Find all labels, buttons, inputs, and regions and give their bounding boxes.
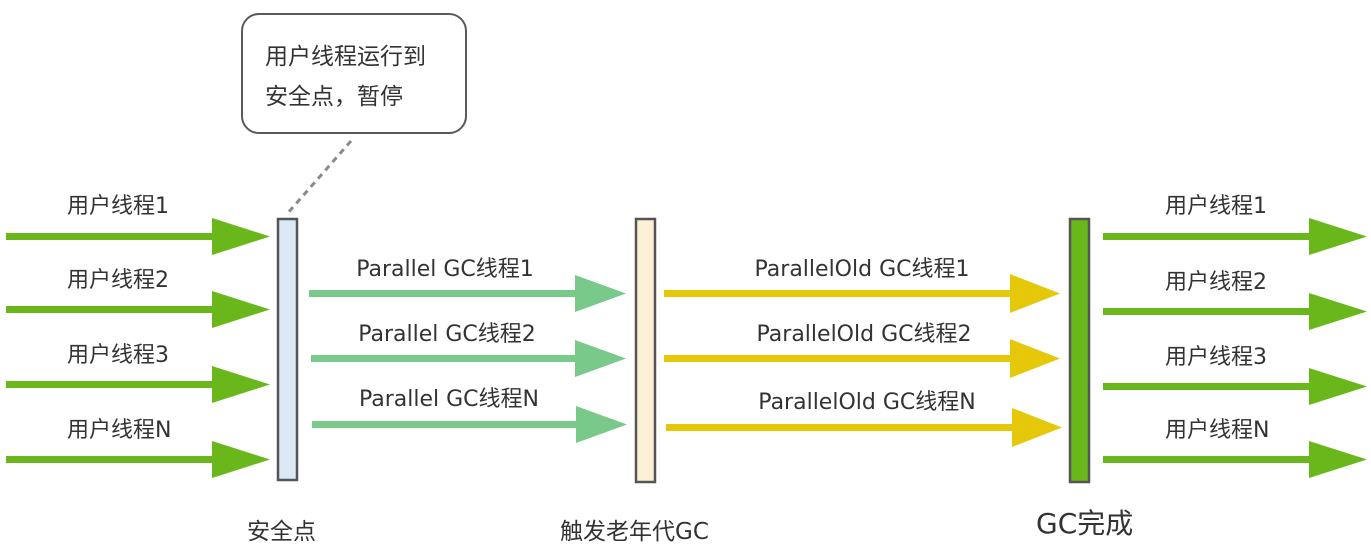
left-user-arrow-1 [6,218,270,255]
parallel-old-gc-arrow-2 [664,339,1060,378]
safepoint-stage-label: 安全点 [247,519,316,545]
callout-line-2: 安全点，暂停 [265,84,403,110]
parallel-gc-label-N: Parallel GC线程N [358,387,540,412]
right-thread-label-2: 用户线程2 [1165,270,1267,295]
right-thread-label-N: 用户线程N [1165,418,1270,443]
right-thread-label-1: 用户线程1 [1165,194,1267,219]
right-thread-label-3: 用户线程3 [1165,345,1267,370]
right-user-arrow-N [1103,441,1367,478]
old-gc-bar [634,217,657,484]
parallel-gc-arrow-1 [309,275,626,312]
parallel-old-gc-label-N: ParallelOld GC线程N [758,390,976,415]
left-thread-label-2: 用户线程2 [67,268,169,293]
parallel-gc-arrow-N [312,406,627,443]
left-thread-label-1: 用户线程1 [67,194,169,219]
right-user-arrow-2 [1103,293,1367,330]
parallel-gc-label-2: Parallel GC线程2 [358,322,536,347]
gc-done-stage-label: GC完成 [1036,507,1134,540]
left-thread-label-3: 用户线程3 [67,343,169,368]
gc-done-bar [1068,217,1091,484]
left-user-arrow-N [6,441,270,478]
safepoint-bar [276,217,299,482]
callout-line-1: 用户线程运行到 [265,44,426,70]
parallel-gc-label-1: Parallel GC线程1 [356,257,534,282]
old-gc-stage-label: 触发老年代GC [560,519,709,545]
left-thread-label-N: 用户线程N [67,418,172,443]
safepoint-callout: 用户线程运行到 安全点，暂停 [241,13,467,134]
parallel-old-gc-label-2: ParallelOld GC线程2 [756,322,972,347]
right-user-arrow-3 [1103,368,1367,405]
parallel-gc-arrow-2 [311,340,626,377]
callout-connector [285,140,353,215]
left-user-arrow-2 [6,291,270,328]
parallel-old-gc-label-1: ParallelOld GC线程1 [754,257,970,282]
left-user-arrow-3 [6,366,270,403]
right-user-arrow-1 [1103,218,1367,255]
parallel-old-gc-arrow-1 [664,274,1060,313]
parallel-old-gc-arrow-N [666,408,1062,447]
